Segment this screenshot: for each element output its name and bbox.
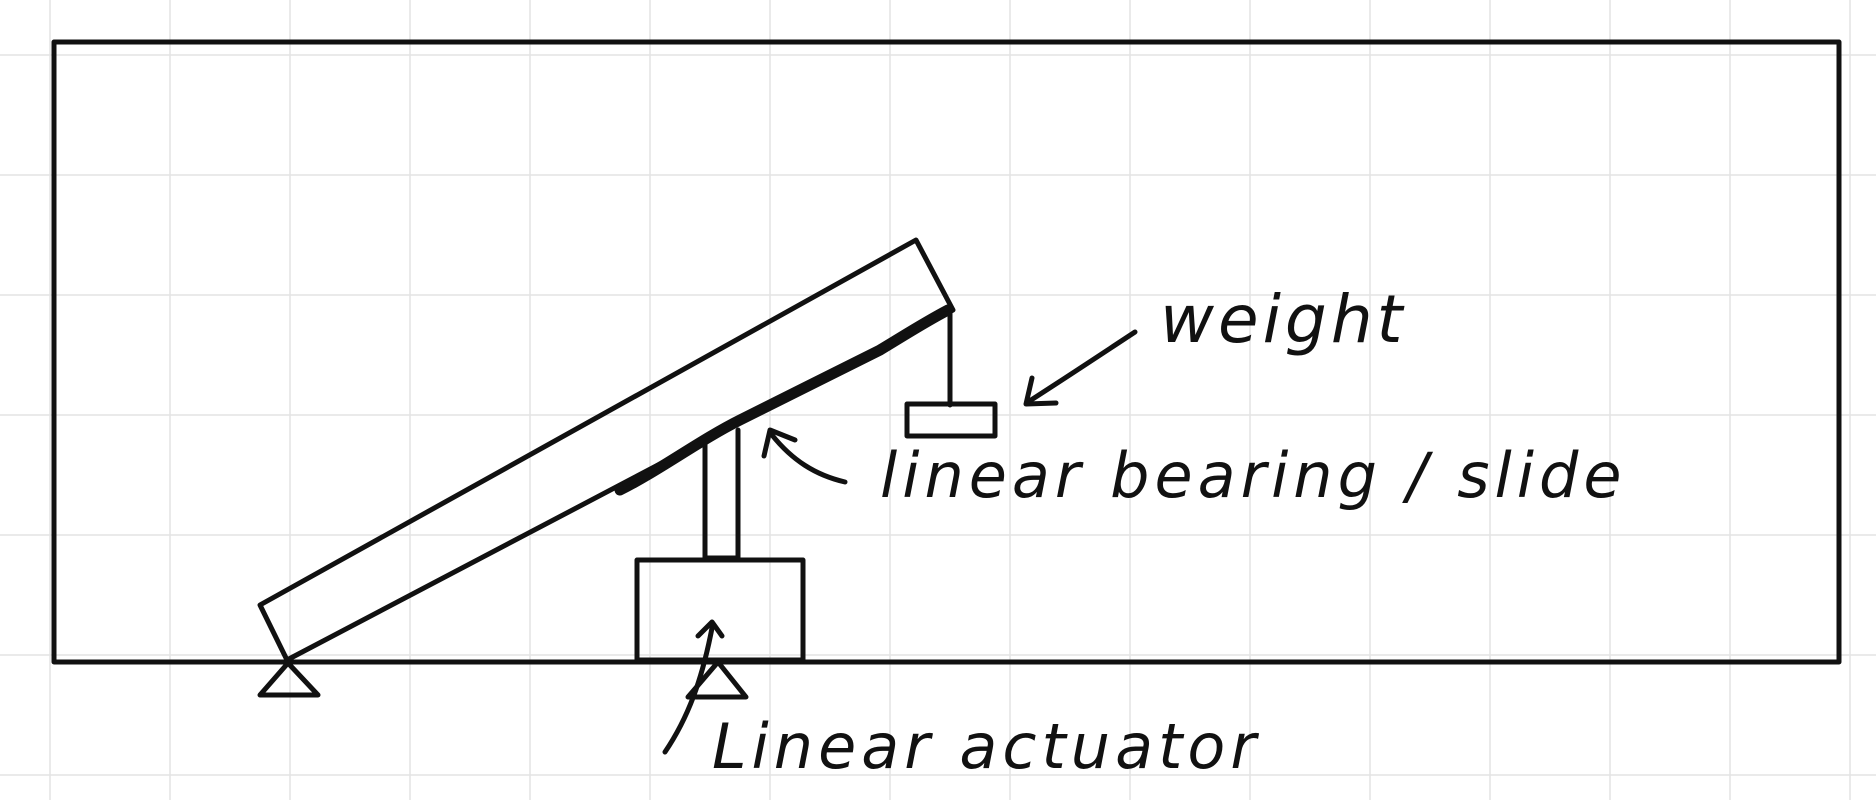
support-post	[702, 427, 741, 561]
outer-frame	[51, 39, 1842, 665]
weight-block	[904, 401, 998, 439]
center-pivot-support	[685, 659, 749, 700]
linear-actuator-box	[634, 557, 806, 663]
actuator-label: Linear actuator	[712, 710, 1261, 783]
inclined-beam	[257, 237, 956, 663]
left-pivot-support	[257, 660, 321, 698]
bearing-label: linear bearing / slide	[880, 439, 1627, 512]
weight-label: weight	[1160, 281, 1407, 358]
weight-arrow	[1023, 329, 1138, 407]
linear-bearing-slide	[614, 304, 954, 496]
bearing-arrow	[761, 427, 848, 485]
actuator-arrow	[662, 619, 725, 755]
